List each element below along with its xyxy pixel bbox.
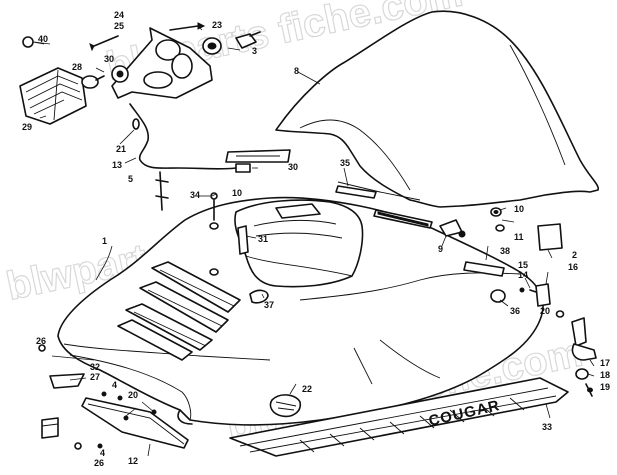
callout-20b: 20 (540, 306, 550, 316)
decal-2 (537, 223, 563, 251)
callout-14: 14 (518, 270, 528, 280)
callout-28: 28 (72, 62, 82, 72)
fastener-34 (209, 192, 219, 230)
nut-40 (22, 36, 45, 48)
screw-20-right (555, 310, 565, 318)
screw-26-left (38, 344, 46, 352)
callout-27: 27 (90, 372, 100, 382)
callout-30b: 30 (288, 162, 298, 172)
callout-29: 29 (22, 122, 32, 132)
callout-10a: 10 (232, 188, 242, 198)
callout-22: 22 (302, 384, 312, 394)
callout-32: 32 (90, 362, 100, 372)
callout-33: 33 (542, 422, 552, 432)
callout-4a: 4 (112, 380, 117, 390)
screw-24 (89, 35, 119, 52)
headlight-lens (19, 67, 87, 125)
callout-35: 35 (340, 158, 350, 168)
callout-26b: 26 (94, 458, 104, 468)
callout-3: 3 (252, 46, 257, 56)
block-7 (41, 417, 59, 439)
latch-assembly-17 (571, 317, 597, 397)
bumper-bracket-12 (81, 397, 189, 449)
callout-9: 9 (438, 244, 443, 254)
grommet-14 (519, 287, 525, 293)
cap-36 (490, 289, 506, 303)
wiring-harness (129, 103, 251, 173)
callout-34: 34 (190, 190, 200, 200)
callout-24: 24 (114, 10, 124, 20)
cable-rod (155, 171, 169, 211)
callout-19: 19 (600, 382, 610, 392)
grommet-30-left (209, 268, 219, 276)
callout-17: 17 (600, 358, 610, 368)
switch-3 (235, 31, 261, 49)
callout-10b: 10 (514, 204, 524, 214)
callout-16: 16 (568, 262, 578, 272)
callout-8: 8 (294, 66, 299, 76)
headlight-bracket (111, 27, 213, 99)
callout-12: 12 (128, 456, 138, 466)
washers-20-bottom (117, 395, 157, 421)
callout-21: 21 (116, 144, 126, 154)
callout-11: 11 (514, 232, 524, 242)
callout-20a: 20 (128, 390, 138, 400)
callout-37: 37 (264, 300, 274, 310)
callout-4b: 4 (100, 448, 105, 458)
callout-30a: 30 (104, 54, 114, 64)
callout-23: 23 (212, 20, 222, 30)
nut-11 (495, 224, 505, 232)
grommet-30-top (111, 65, 129, 83)
bracket-27 (49, 373, 85, 389)
callout-1: 1 (102, 236, 107, 246)
washers-4 (97, 391, 107, 449)
washer-10-right (490, 207, 502, 217)
callout-18: 18 (600, 370, 610, 380)
callout-25: 25 (114, 21, 124, 31)
callout-15: 15 (518, 260, 528, 270)
callout-5: 5 (128, 174, 133, 184)
callout-38: 38 (500, 246, 510, 256)
screw-26-bottom (74, 442, 82, 450)
plate-30 (225, 149, 291, 163)
callout-2: 2 (572, 250, 577, 260)
strip-38 (463, 261, 505, 277)
latch-15 (529, 283, 551, 307)
callout-40: 40 (38, 34, 48, 44)
windshield (275, 10, 600, 208)
callout-31: 31 (258, 234, 268, 244)
leader-lines (33, 25, 595, 457)
knob-3 (202, 37, 222, 55)
callout-13: 13 (112, 160, 122, 170)
headlight-bulb (81, 75, 105, 89)
callout-26a: 26 (36, 336, 46, 346)
callouts: 1 2 3 4 4 5 8 9 10 10 11 12 13 14 15 16 … (22, 10, 610, 468)
callout-36: 36 (510, 306, 520, 316)
hood (57, 185, 544, 426)
clip-9 (439, 219, 466, 238)
